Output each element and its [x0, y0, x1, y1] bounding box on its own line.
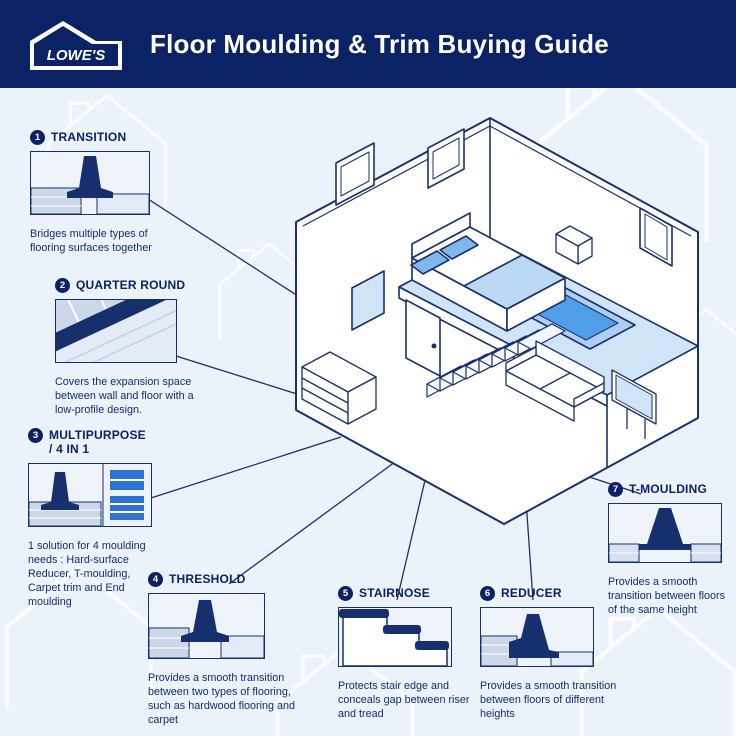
quarter-round-illustration	[55, 299, 177, 363]
couch	[505, 340, 605, 422]
page-title: Floor Moulding & Trim Buying Guide	[150, 28, 609, 59]
dresser	[301, 351, 377, 425]
door	[405, 299, 441, 377]
connector-multipurpose	[150, 436, 342, 499]
callout-description: 1 solution for 4 moulding needs : Hard-s…	[28, 539, 146, 608]
callout-description: Provides a smooth transition between flo…	[608, 576, 726, 617]
couch-front	[505, 370, 575, 422]
callout-title: T-MOULDING	[629, 482, 707, 496]
pillow-2	[410, 250, 450, 275]
storage-cube	[555, 225, 593, 265]
callout-number-badge: 4	[148, 572, 163, 587]
picture-frame	[351, 270, 385, 331]
lowes-logo: LOWE'S	[28, 15, 124, 73]
couch-arm-left	[505, 346, 537, 372]
transition-illustration	[30, 151, 150, 215]
callout-threshold: 4 THRESHOLD Provides a smooth transition…	[148, 572, 298, 727]
callout-reducer: 6 REDUCER Provides a smooth transition b…	[480, 586, 620, 721]
house-illustration	[295, 117, 699, 525]
callout-quarter-round: 2 QUARTER ROUND Covers the expansion spa…	[55, 278, 205, 417]
connector-threshold	[228, 458, 400, 585]
callout-multipurpose: 3 MULTIPURPOSE / 4 IN 1 1 solution for 4…	[28, 428, 152, 609]
connector-lines	[147, 198, 642, 601]
reducer-illustration	[480, 607, 594, 667]
pillow-1	[439, 235, 479, 260]
couch-arm-right	[573, 382, 605, 408]
tv	[611, 369, 657, 439]
callout-number-badge: 7	[608, 482, 623, 497]
callout-description: Covers the expansion space between wall …	[55, 376, 194, 417]
callout-title: STAIRNOSE	[359, 586, 430, 600]
window-left-2	[427, 128, 465, 189]
callout-description: Provides a smooth transition between flo…	[480, 680, 617, 721]
callout-title: MULTIPURPOSE / 4 IN 1	[49, 428, 146, 457]
callout-number-badge: 5	[338, 586, 353, 601]
callout-description: Protects stair edge and conceals gap bet…	[338, 680, 470, 721]
lowes-logo-text: LOWE'S	[47, 47, 106, 64]
connector-quarter-round	[175, 355, 298, 395]
window-left-1	[335, 142, 375, 206]
window-right	[639, 207, 673, 267]
callout-stairnose: 5 STAIRNOSE Protects stair edge and conc…	[338, 586, 478, 721]
callout-description: Bridges multiple types of flooring surfa…	[30, 228, 152, 255]
callout-number-badge: 3	[28, 428, 43, 443]
callout-number-badge: 2	[55, 278, 70, 293]
t-moulding-illustration	[608, 503, 722, 563]
callout-description: Provides a smooth transition between two…	[148, 672, 296, 727]
bed-blanket	[463, 254, 566, 310]
callout-title: REDUCER	[501, 586, 562, 600]
callout-title: TRANSITION	[51, 130, 127, 144]
callout-title: QUARTER ROUND	[76, 278, 186, 292]
staircase	[426, 323, 566, 398]
multipurpose-illustration	[28, 462, 152, 527]
callout-transition: 1 TRANSITION Bridges multiple types of f…	[30, 130, 180, 255]
header: LOWE'S Floor Moulding & Trim Buying Guid…	[0, 0, 736, 88]
threshold-illustration	[148, 593, 265, 659]
callout-number-badge: 6	[480, 586, 495, 601]
bed	[410, 212, 566, 332]
callout-title: THRESHOLD	[169, 572, 246, 586]
callout-number-badge: 1	[30, 130, 45, 145]
stairnose-illustration	[338, 607, 452, 667]
connector-transition	[147, 198, 302, 299]
callout-t-moulding: 7 T-MOULDING Provides a smooth transitio…	[608, 482, 730, 617]
